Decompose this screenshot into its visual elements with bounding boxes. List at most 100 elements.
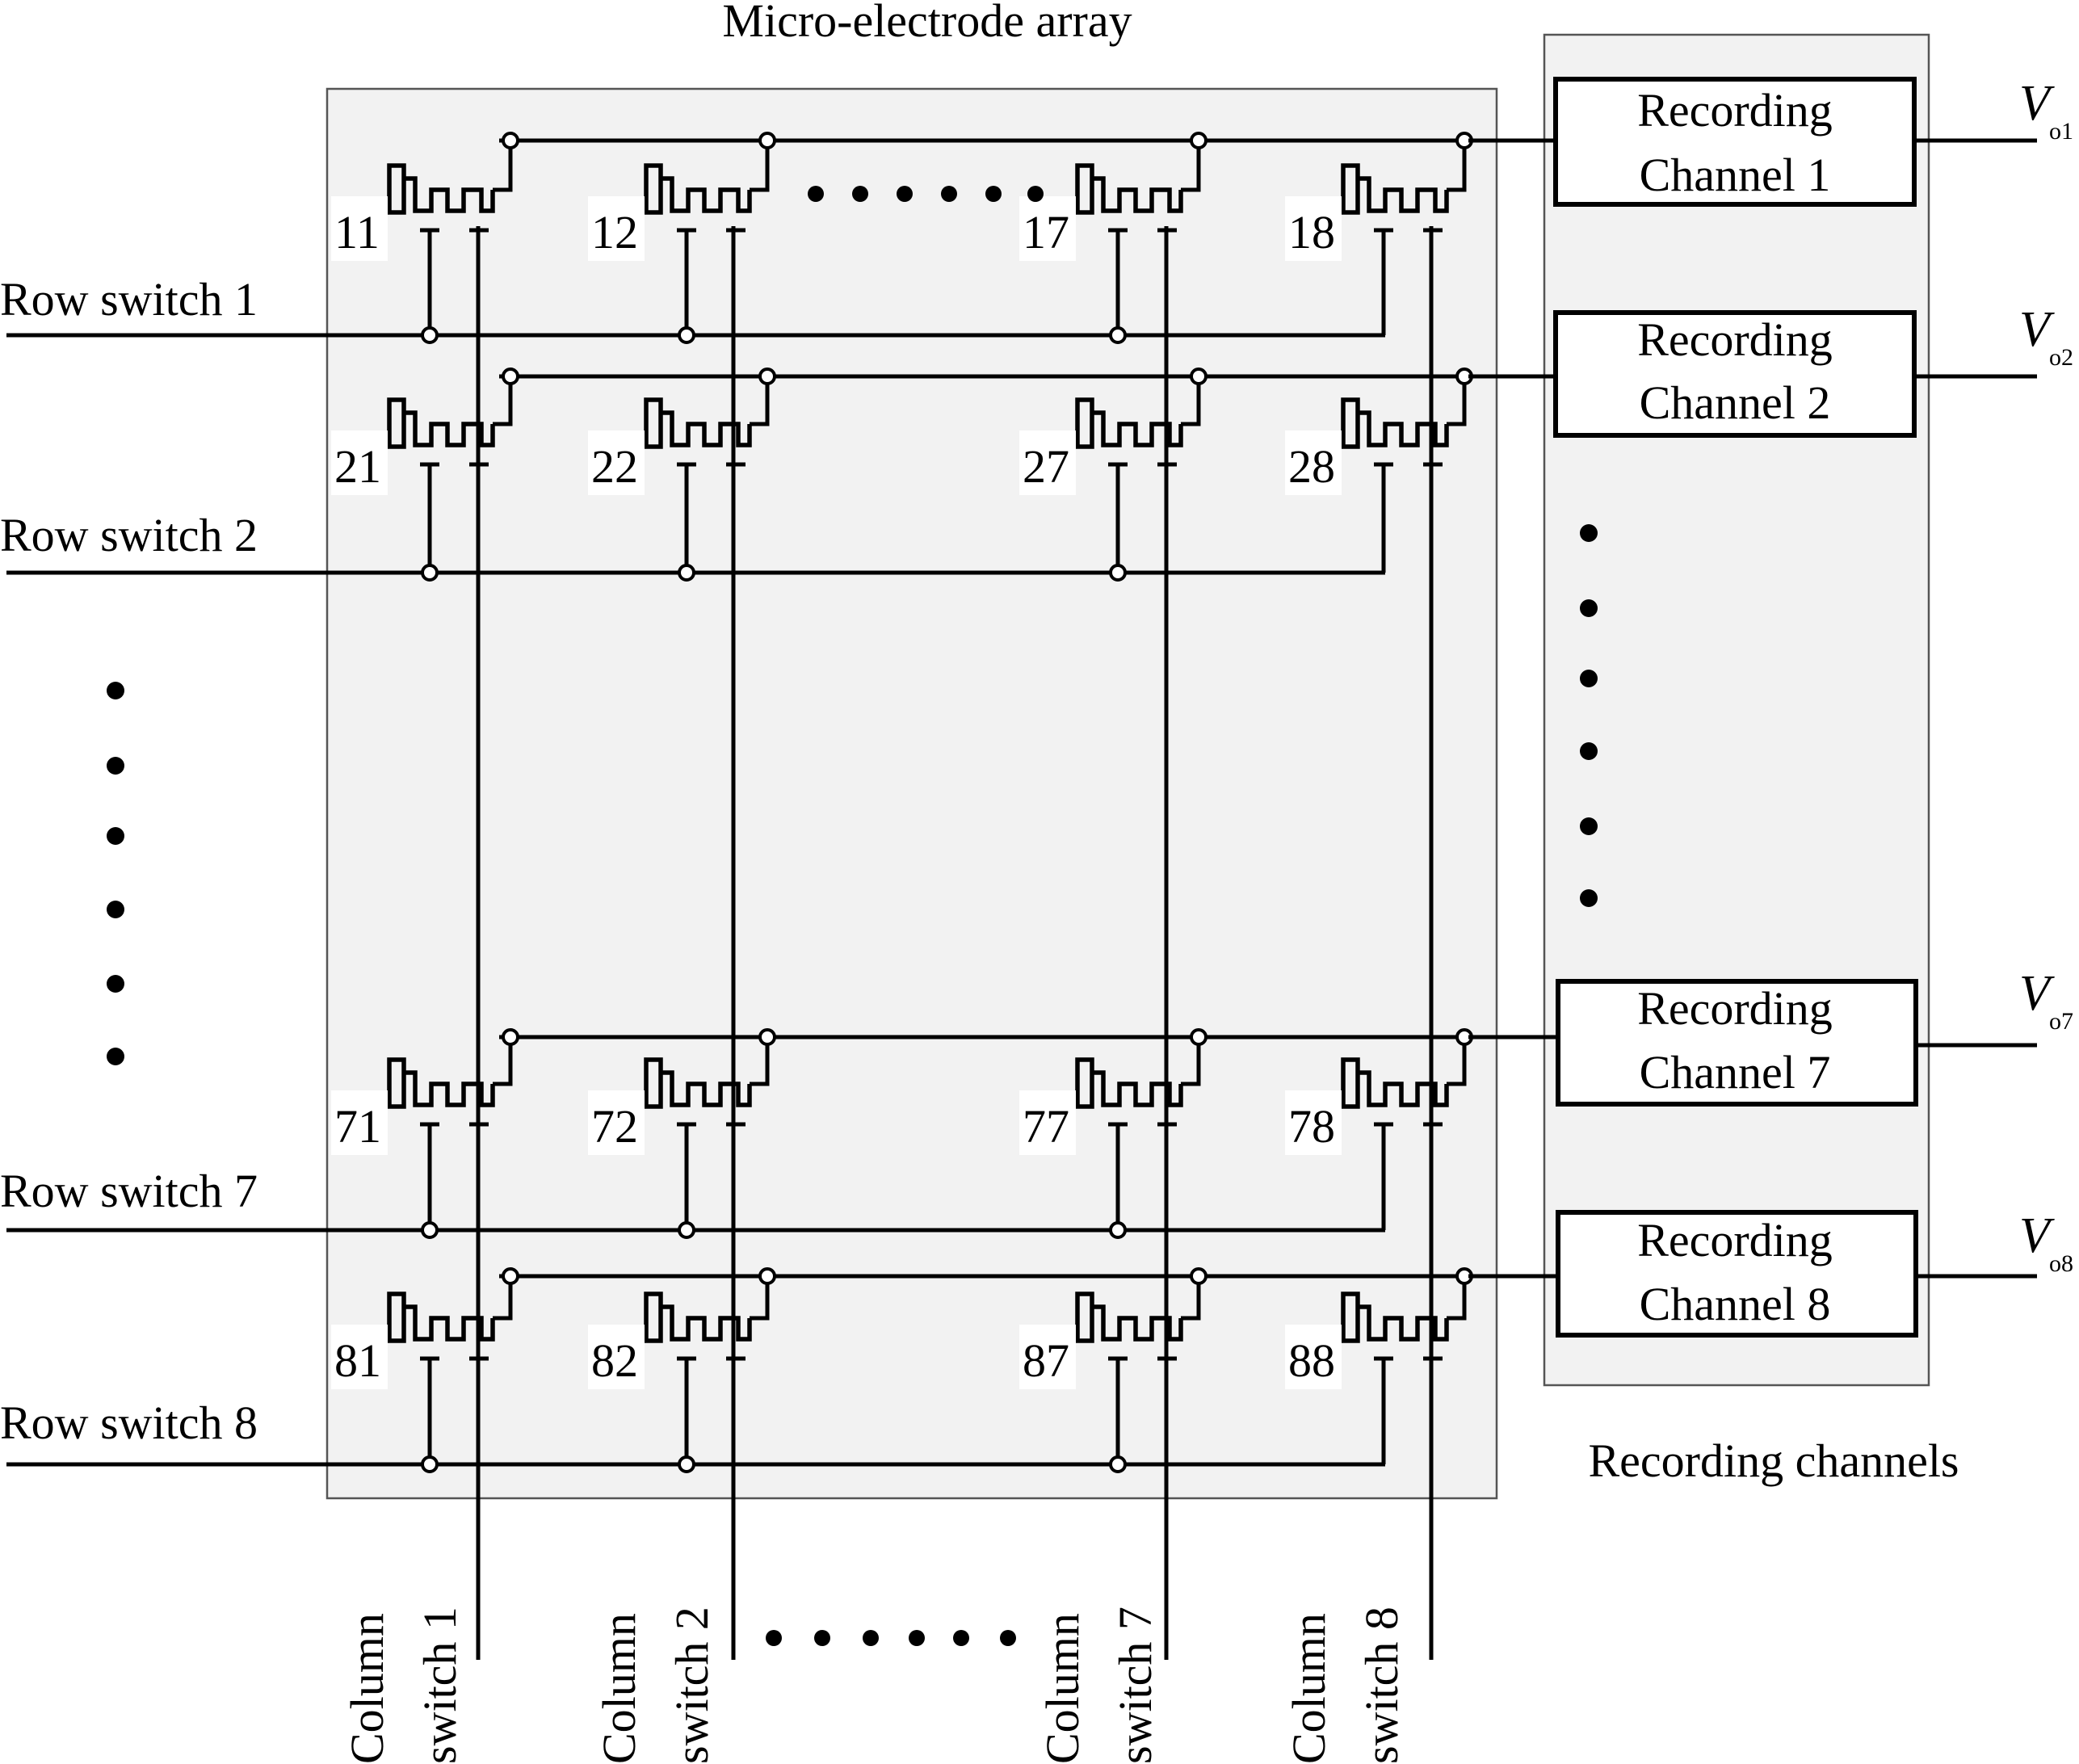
column-switch-label-2: Column switch 2 <box>593 1606 718 1764</box>
switch-transistor <box>404 410 495 447</box>
cell-bus-link <box>493 376 513 426</box>
column-switch-2-line1: Column <box>593 1613 645 1764</box>
electrode-cell: 77 <box>1019 1028 1208 1239</box>
recording-channel-7-line2: Channel 7 <box>1640 1046 1831 1098</box>
recording-channel-7: Recording Channel 7 V o7 <box>1468 966 2073 1107</box>
cell-number: 17 <box>1023 206 1069 258</box>
switch-transistor <box>1358 410 1449 447</box>
switch-transistor <box>1092 1304 1183 1342</box>
cell-number: 28 <box>1288 440 1335 493</box>
electrode-pad <box>644 1057 663 1109</box>
bus-junction-node <box>758 1028 776 1046</box>
switch-transistor <box>404 176 495 213</box>
cell-number-background <box>331 196 388 261</box>
row-switch-node <box>678 564 695 582</box>
electrode-cell: 27 <box>1019 368 1208 582</box>
cell-number: 22 <box>591 440 638 493</box>
cell-number: 21 <box>334 440 381 493</box>
recording-channel-1: Recording Channel 1 V o1 <box>1468 76 2073 207</box>
row-switch-label-7: Row switch 7 <box>0 1165 258 1217</box>
cell-number: 87 <box>1023 1334 1069 1387</box>
output-v-subscript-8: o8 <box>2049 1250 2073 1277</box>
row-switch-node <box>421 564 439 582</box>
cell-number-background <box>588 1325 645 1389</box>
cell-number: 78 <box>1288 1100 1335 1153</box>
row-switch-node <box>678 1221 695 1239</box>
electrode-cell: 82 <box>588 1267 776 1473</box>
row-switch-node <box>678 1455 695 1473</box>
switch-transistor <box>1358 1304 1449 1342</box>
column-switch-label-1: Column switch 1 <box>341 1606 466 1764</box>
row-switch-node <box>1109 1221 1127 1239</box>
electrode-cell: 21 <box>331 368 519 582</box>
cell-number: 81 <box>334 1334 381 1387</box>
row-switch-node <box>1109 326 1127 344</box>
switch-transistor <box>1092 1070 1183 1107</box>
micro-electrode-array-panel <box>326 87 1498 1500</box>
cell-number: 88 <box>1288 1334 1335 1387</box>
row-switch-node <box>421 326 439 344</box>
bus-junction-node <box>502 368 519 385</box>
ellipsis-column-bottom <box>766 1630 1016 1646</box>
electrode-pad <box>1075 397 1094 449</box>
electrode-pad <box>644 1292 663 1343</box>
column-switch-2-line2: switch 2 <box>666 1606 718 1764</box>
cell-number: 71 <box>334 1100 381 1153</box>
column-switch-1-line1: Column <box>341 1613 393 1764</box>
output-v-subscript-1: o1 <box>2049 118 2073 145</box>
cell-number-background <box>1285 430 1342 495</box>
column-switch-8-line1: Column <box>1283 1613 1335 1764</box>
cell-number-background <box>1019 196 1076 261</box>
switch-transistor <box>661 176 752 213</box>
output-v-symbol-7: V <box>2019 966 2055 1021</box>
electrode-pad <box>1341 163 1360 215</box>
switch-transistor <box>1092 410 1183 447</box>
row-switch-label-8: Row switch 8 <box>0 1396 258 1449</box>
bus-junction-node <box>1190 1267 1208 1285</box>
cell-number: 11 <box>334 206 380 258</box>
switch-transistor <box>1358 176 1449 213</box>
electrode-cell: 88 <box>1285 1267 1473 1464</box>
bus-junction-node <box>1190 368 1208 385</box>
cell-number-background <box>1285 1325 1342 1389</box>
array-title: Micro-electrode array <box>722 0 1132 47</box>
ellipsis-left-vertical <box>107 682 124 1065</box>
electrode-cell: 11 <box>331 132 519 344</box>
output-v-symbol-8: V <box>2019 1208 2055 1263</box>
column-switch-7-line1: Column <box>1036 1613 1089 1764</box>
recording-channel-8-line1: Recording <box>1637 1214 1833 1266</box>
electrode-pad <box>1341 1292 1360 1343</box>
electrode-cell: 78 <box>1285 1028 1473 1230</box>
cell-bus-link <box>750 376 770 426</box>
cell-number-background <box>1019 430 1076 495</box>
bus-junction-node <box>502 1267 519 1285</box>
recording-channel-1-line2: Channel 1 <box>1640 149 1831 201</box>
cell-bus-link <box>750 1276 770 1321</box>
switch-transistor <box>661 410 752 447</box>
cell-bus-link <box>1181 376 1201 426</box>
bus-junction-node <box>758 132 776 149</box>
cell-bus-link <box>1181 1276 1201 1321</box>
channels-title: Recording channels <box>1588 1434 1959 1487</box>
electrode-pad <box>1341 1057 1360 1109</box>
electrode-pad <box>387 163 406 215</box>
cell-bus-link <box>493 1276 513 1321</box>
electrode-pad <box>1075 163 1094 215</box>
bus-junction-node <box>758 368 776 385</box>
cell-bus-link <box>1447 1276 1467 1321</box>
switch-transistor <box>404 1304 495 1342</box>
ellipsis-row-top <box>808 186 1044 202</box>
switch-transistor <box>404 1070 495 1107</box>
electrode-pad <box>1075 1292 1094 1343</box>
electrode-cell: 17 <box>1019 132 1208 344</box>
bus-junction-node <box>758 1267 776 1285</box>
cell-bus-link <box>1447 376 1467 426</box>
electrode-cell: 22 <box>588 368 776 582</box>
recording-channel-7-line1: Recording <box>1637 982 1833 1035</box>
column-switch-7-line2: switch 7 <box>1109 1606 1161 1764</box>
electrode-pad <box>387 1057 406 1109</box>
cell-number-background <box>588 430 645 495</box>
electrode-pad <box>387 1292 406 1343</box>
electrode-pad <box>644 397 663 449</box>
